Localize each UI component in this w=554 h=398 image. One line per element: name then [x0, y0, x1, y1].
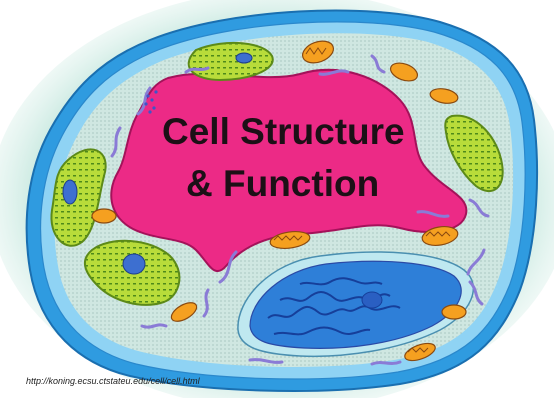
mitochondrion	[442, 305, 466, 319]
diagram-title-line-1: Cell Structure	[162, 111, 405, 153]
nucleolus	[362, 292, 382, 308]
source-url: http://koning.ecsu.ctstateu.edu/cell/cel…	[26, 376, 200, 386]
diagram-title-line-2: & Function	[186, 163, 379, 205]
mitochondrion	[92, 209, 116, 223]
